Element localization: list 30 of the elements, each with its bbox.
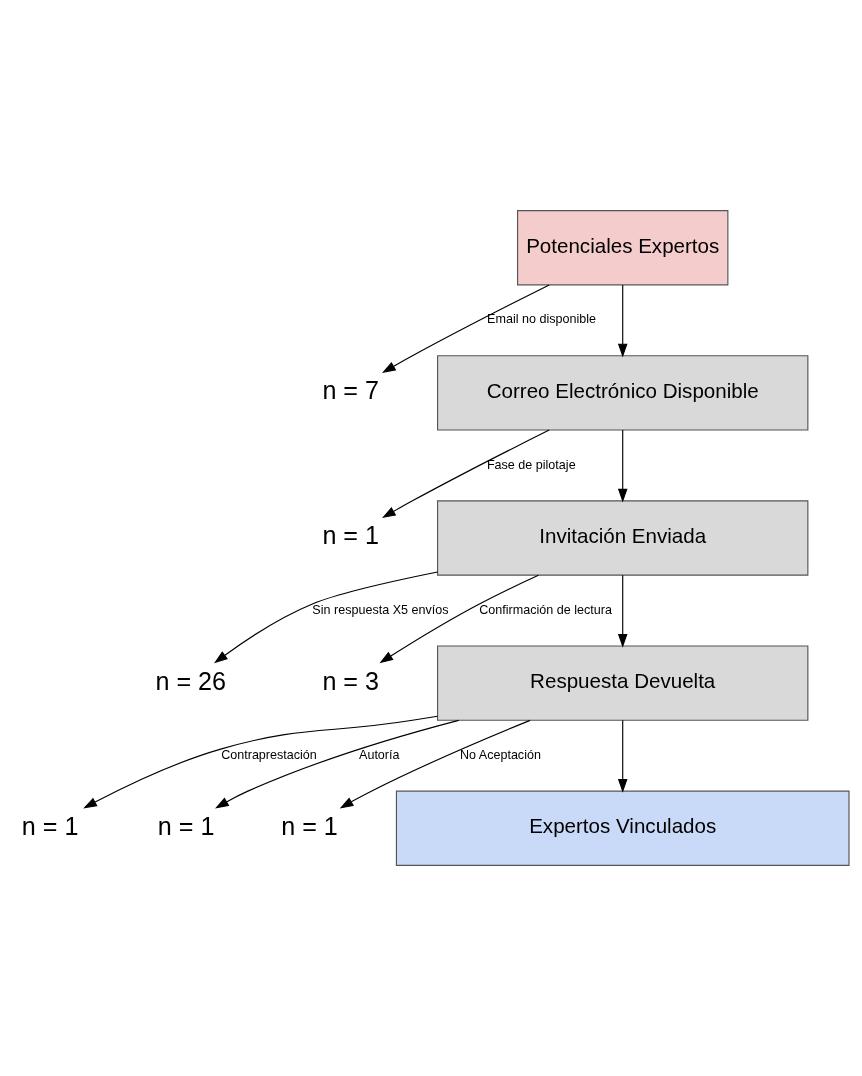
node-text: n = 1 bbox=[157, 811, 215, 840]
arrow bbox=[617, 719, 628, 793]
edge-label: Sin respuesta X5 envíos bbox=[312, 602, 449, 617]
arrow bbox=[379, 574, 539, 664]
edge-label: Autoría bbox=[359, 747, 400, 762]
edge-label: Confirmación de lectura bbox=[479, 602, 612, 617]
node-text: n = 1 bbox=[281, 811, 338, 840]
arrow bbox=[382, 429, 550, 519]
arrow bbox=[617, 429, 628, 503]
node-box: Respuesta Devuelta bbox=[437, 645, 809, 721]
arrow bbox=[617, 574, 628, 648]
node-box: Correo Electrónico Disponible bbox=[437, 355, 809, 431]
arrow bbox=[214, 571, 439, 664]
edge-label: Email no disponible bbox=[487, 312, 597, 327]
arrow bbox=[617, 284, 628, 358]
node-text: n = 1 bbox=[322, 521, 380, 550]
node-text: n = 26 bbox=[155, 666, 226, 695]
arrow bbox=[382, 284, 550, 373]
arrow bbox=[215, 719, 460, 809]
arrow bbox=[339, 719, 531, 809]
edge-label: No Aceptación bbox=[459, 747, 541, 762]
node-box: Potenciales Expertos bbox=[517, 210, 729, 286]
node-text: n = 7 bbox=[322, 376, 380, 405]
node-box: Expertos Vinculados bbox=[395, 790, 850, 866]
edge-label: Fase de pilotaje bbox=[486, 457, 576, 472]
node-text: n = 3 bbox=[322, 666, 380, 695]
edge-label: Contraprestación bbox=[221, 747, 317, 762]
node-box: Invitación Enviada bbox=[437, 500, 809, 576]
arrow bbox=[83, 715, 439, 809]
node-text: n = 1 bbox=[21, 811, 79, 840]
